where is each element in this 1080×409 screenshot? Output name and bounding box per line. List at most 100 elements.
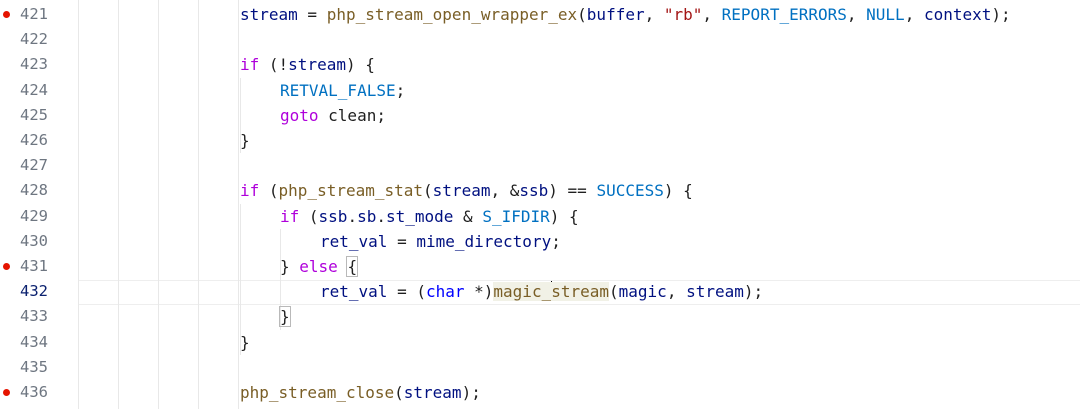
line-number-label: 421 [20, 5, 48, 23]
line-number-label: 428 [20, 181, 48, 200]
code-line[interactable] [78, 153, 1080, 178]
code-token: , [702, 5, 722, 24]
code-line[interactable]: } else { [78, 254, 1080, 279]
code-token: } [279, 306, 291, 328]
code-token: stream [403, 383, 462, 402]
code-line[interactable]: } [78, 304, 1080, 329]
code-token: "rb" [663, 5, 703, 24]
line-number[interactable]: 432 [0, 279, 78, 304]
code-token: (! [259, 55, 289, 75]
line-number[interactable]: 430 [0, 229, 78, 254]
code-token: { [346, 256, 359, 277]
line-number[interactable]: 425 [0, 103, 78, 128]
code-token: NULL [866, 5, 905, 24]
line-number-label: 426 [20, 131, 48, 149]
code-token: } [240, 332, 250, 352]
line-number-label: 424 [20, 80, 48, 99]
line-number[interactable]: 434 [0, 330, 78, 355]
line-number-label: 436 [20, 383, 48, 401]
code-line[interactable]: } [78, 128, 1080, 153]
line-number-label: 425 [20, 105, 48, 124]
code-token: S_IFDIR [482, 206, 550, 226]
code-token: php_stream_open_wrapper_ex [326, 5, 578, 24]
line-number[interactable]: 435 [0, 355, 78, 380]
breakpoint-icon[interactable] [3, 389, 10, 396]
code-line[interactable]: stream = php_stream_open_wrapper_ex(buff… [78, 2, 1080, 27]
code-token: if [280, 206, 300, 226]
indent-guide [238, 0, 239, 409]
line-number-label: 431 [20, 257, 48, 275]
code-token: ); [991, 5, 1011, 24]
line-number[interactable]: 424 [0, 78, 78, 103]
line-number-label: 432 [20, 282, 48, 301]
code-token: ) { [663, 181, 693, 201]
code-token: ; [551, 231, 561, 251]
line-number-label: 427 [20, 156, 48, 175]
code-token: } [280, 257, 300, 276]
code-token: stream [686, 282, 744, 302]
line-number-label: 433 [20, 307, 48, 326]
code-token: php_stream_stat [278, 181, 424, 201]
indent-guide [280, 228, 281, 280]
code-line[interactable] [78, 27, 1080, 52]
code-token: , [666, 282, 687, 302]
code-token: magic [618, 282, 667, 302]
indent-guide [240, 203, 241, 355]
code-line[interactable]: ret_val = mime_directory; [78, 229, 1080, 254]
line-number[interactable]: 433 [0, 304, 78, 329]
code-token: else [299, 257, 338, 276]
code-line[interactable] [78, 355, 1080, 380]
line-number[interactable]: 427 [0, 153, 78, 178]
code-line[interactable]: if (ssb.sb.st_mode & S_IFDIR) { [78, 204, 1080, 229]
code-token: REPORT_ERRORS [721, 5, 847, 24]
code-token: if [240, 55, 260, 75]
indent-guide [198, 0, 199, 409]
code-token: , [846, 5, 867, 24]
code-area[interactable]: stream = php_stream_open_wrapper_ex(buff… [78, 0, 1080, 409]
code-token: char [425, 282, 465, 302]
code-token [338, 257, 348, 276]
code-token: ( [299, 206, 319, 226]
code-token: stream [240, 5, 298, 24]
breakpoint-icon[interactable] [3, 263, 10, 270]
code-token: = [297, 5, 327, 24]
line-number[interactable]: 426 [0, 128, 78, 153]
code-token: ) == [548, 181, 597, 201]
code-line[interactable]: if (!stream) { [78, 52, 1080, 77]
code-line[interactable]: } [78, 330, 1080, 355]
line-number[interactable]: 431 [0, 254, 78, 279]
code-token: ssb [519, 181, 549, 201]
code-token: } [240, 131, 250, 150]
code-token: ( [577, 5, 587, 24]
breakpoint-icon[interactable] [3, 11, 10, 18]
code-line[interactable]: ret_val = (char *)magic_stream(magic, st… [78, 279, 1080, 304]
code-token: php_stream_close [240, 383, 395, 402]
code-token: ( [609, 282, 619, 302]
line-number[interactable]: 423 [0, 52, 78, 77]
code-token: clean; [318, 105, 386, 125]
line-number[interactable]: 429 [0, 204, 78, 229]
code-token: , & [490, 181, 520, 201]
code-line[interactable]: php_stream_close(stream); [78, 380, 1080, 405]
code-token: ret_val [320, 282, 388, 302]
code-token: mime_directory [416, 231, 552, 251]
code-line[interactable]: goto clean; [78, 103, 1080, 128]
code-token: ); [743, 282, 764, 302]
code-token: . [376, 206, 386, 226]
line-number[interactable]: 421 [0, 2, 78, 27]
line-number[interactable]: 436 [0, 380, 78, 405]
code-line[interactable]: if (php_stream_stat(stream, &ssb) == SUC… [78, 178, 1080, 203]
code-token: stream [288, 55, 346, 75]
indent-guide [280, 279, 281, 330]
line-number[interactable]: 428 [0, 178, 78, 203]
line-number[interactable]: 422 [0, 27, 78, 52]
code-token: stream [432, 181, 491, 201]
code-token: ret_val [320, 231, 388, 251]
indent-guide [240, 77, 241, 154]
code-token: ( [423, 181, 433, 201]
code-token: ( [259, 181, 279, 201]
code-line[interactable]: RETVAL_FALSE; [78, 78, 1080, 103]
code-token: *) [464, 282, 494, 302]
